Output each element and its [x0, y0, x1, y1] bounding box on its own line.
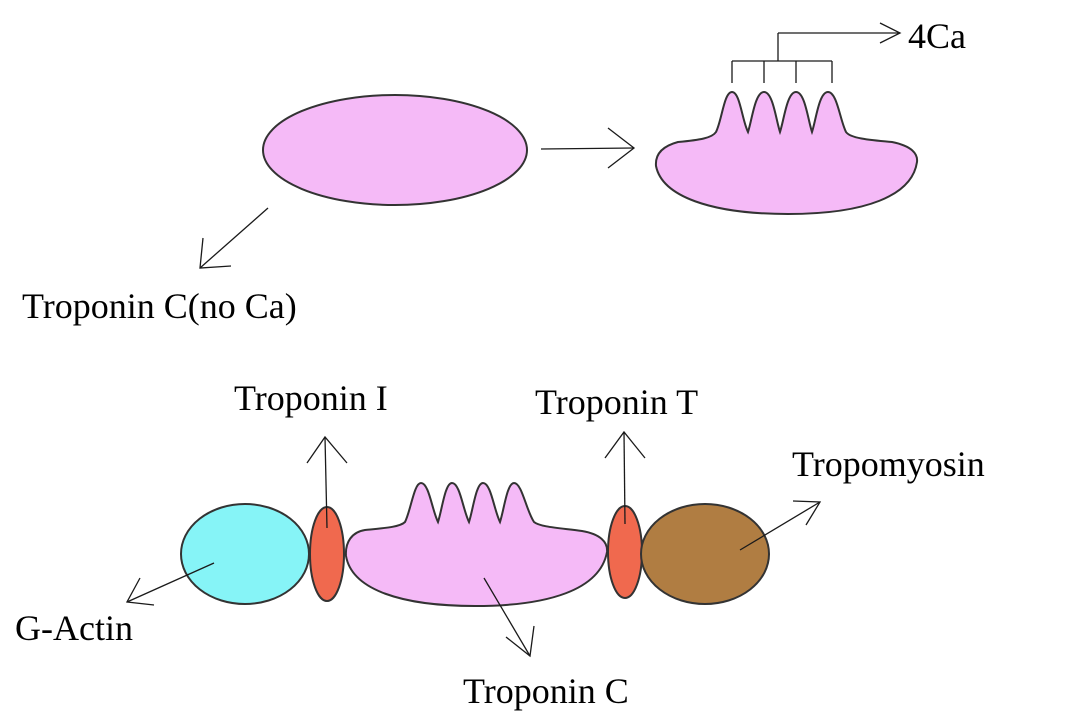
troponin-c-with-ca-shape: [654, 90, 919, 216]
troponin-c-shape: [344, 481, 609, 608]
troponin-i-label: Troponin I: [234, 378, 388, 418]
four-ca-label: 4Ca: [908, 16, 966, 56]
troponin-t-pointer: [604, 430, 646, 525]
troponin-i-pointer: [306, 435, 348, 529]
troponin-t-label: Troponin T: [535, 382, 698, 422]
troponin-c-no-ca-pointer: [199, 207, 269, 269]
g-actin-label: G-Actin: [15, 608, 133, 648]
calcium-binding-bracket: [731, 22, 902, 83]
g-actin-shape: [180, 503, 310, 605]
troponin-c-no-ca-shape: [262, 94, 528, 206]
tropomyosin-shape: [640, 503, 770, 605]
troponin-c-no-ca-label: Troponin C(no Ca): [22, 286, 297, 326]
troponin-c-label: Troponin C: [463, 671, 629, 711]
g-actin-pointer: [125, 562, 215, 606]
tropomyosin-pointer: [739, 500, 822, 551]
tropomyosin-label: Tropomyosin: [792, 444, 985, 484]
troponin-c-pointer: [483, 577, 535, 658]
transition-arrow: [540, 127, 636, 169]
